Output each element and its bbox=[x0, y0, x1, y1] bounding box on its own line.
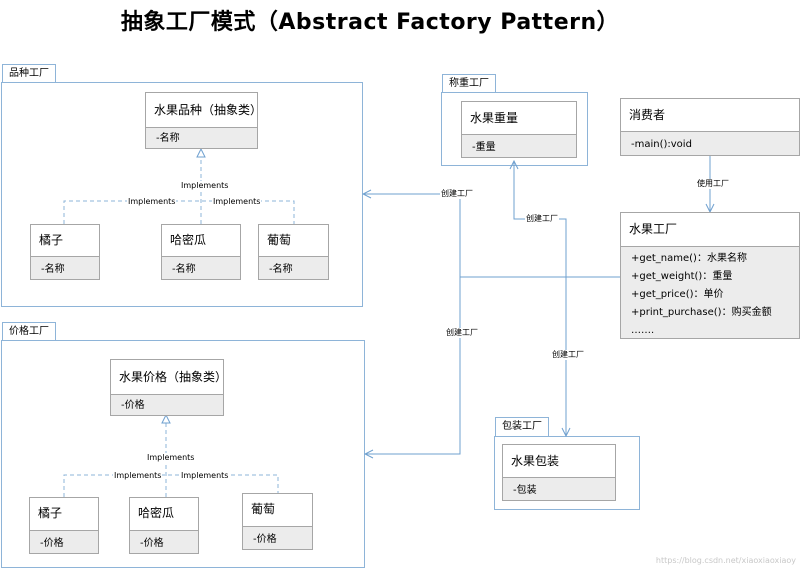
implements-label: Implements bbox=[180, 181, 230, 191]
package-tab-variety: 品种工厂 bbox=[2, 64, 56, 83]
implements-label: Implements bbox=[127, 197, 177, 207]
class-name: 葡萄 bbox=[267, 233, 292, 247]
class-method: +get_weight()：重量 bbox=[631, 271, 733, 282]
class-name: 水果包装 bbox=[511, 454, 560, 468]
class-attribute: -名称 bbox=[41, 264, 65, 275]
class-attribute: -价格 bbox=[40, 538, 64, 549]
class-attribute: -价格 bbox=[140, 538, 164, 549]
class-price-abstract[interactable]: 水果价格（抽象类） -价格 bbox=[110, 359, 228, 416]
class-method: +get_name()：水果名称 bbox=[631, 253, 747, 264]
class-name: 橘子 bbox=[38, 506, 63, 520]
class-attribute: -价格 bbox=[253, 534, 277, 545]
create-price-line bbox=[365, 277, 461, 454]
implements-label: Implements bbox=[113, 471, 163, 481]
class-method: ……. bbox=[631, 325, 655, 336]
package-tab-packaging: 包装工厂 bbox=[495, 417, 549, 436]
create-backbone-line bbox=[459, 194, 620, 278]
class-name: 哈密瓜 bbox=[138, 506, 175, 520]
use-factory-label: 使用工厂 bbox=[696, 179, 730, 189]
class-price-grape[interactable]: 葡萄 -价格 bbox=[242, 493, 313, 550]
class-attribute: -main():void bbox=[631, 139, 692, 150]
class-attribute: -名称 bbox=[269, 264, 293, 275]
class-fruit-factory[interactable]: 水果工厂 +get_name()：水果名称 +get_weight()：重量 +… bbox=[620, 212, 800, 339]
class-method: +print_purchase()：购买金额 bbox=[631, 307, 772, 318]
implements-label: Implements bbox=[180, 471, 230, 481]
class-consumer[interactable]: 消费者 -main():void bbox=[620, 98, 800, 156]
class-attribute: -名称 bbox=[172, 264, 196, 275]
create-factory-label: 创建工厂 bbox=[525, 214, 559, 224]
implements-label: Implements bbox=[212, 197, 262, 207]
class-price-orange[interactable]: 橘子 -价格 bbox=[29, 497, 99, 554]
class-name: 水果价格（抽象类） bbox=[119, 370, 228, 384]
create-factory-label: 创建工厂 bbox=[440, 189, 474, 199]
watermark: https://blog.csdn.net/xiaoxiaoxiaoy bbox=[655, 556, 796, 565]
class-attribute: -名称 bbox=[156, 133, 180, 144]
package-tab-price: 价格工厂 bbox=[2, 322, 56, 341]
class-variety-grape[interactable]: 葡萄 -名称 bbox=[258, 224, 329, 280]
create-factory-label: 创建工厂 bbox=[551, 350, 585, 360]
class-name: 葡萄 bbox=[251, 502, 276, 516]
class-name: 哈密瓜 bbox=[170, 233, 207, 247]
class-name: 水果工厂 bbox=[629, 222, 678, 236]
create-factory-label: 创建工厂 bbox=[445, 328, 479, 338]
class-attribute: -价格 bbox=[121, 400, 145, 411]
class-attribute: -包装 bbox=[513, 485, 537, 496]
class-name: 水果品种（抽象类） bbox=[154, 103, 263, 117]
class-packaging[interactable]: 水果包装 -包装 bbox=[502, 444, 616, 501]
class-price-melon[interactable]: 哈密瓜 -价格 bbox=[129, 497, 199, 554]
implements-label: Implements bbox=[146, 453, 196, 463]
class-name: 水果重量 bbox=[470, 111, 519, 125]
class-variety-orange[interactable]: 橘子 -名称 bbox=[30, 224, 100, 280]
class-variety-melon[interactable]: 哈密瓜 -名称 bbox=[161, 224, 241, 280]
class-weight[interactable]: 水果重量 -重量 bbox=[461, 101, 577, 158]
class-method: +get_price()：单价 bbox=[631, 289, 724, 300]
implements-variety bbox=[63, 149, 295, 224]
class-name: 橘子 bbox=[39, 233, 64, 247]
diagram-title: 抽象工厂模式（Abstract Factory Pattern） bbox=[120, 10, 620, 35]
class-attribute: -重量 bbox=[472, 142, 496, 153]
class-variety-abstract[interactable]: 水果品种（抽象类） -名称 bbox=[145, 92, 263, 149]
package-tab-weight: 称重工厂 bbox=[442, 74, 496, 93]
class-name: 消费者 bbox=[629, 108, 666, 122]
